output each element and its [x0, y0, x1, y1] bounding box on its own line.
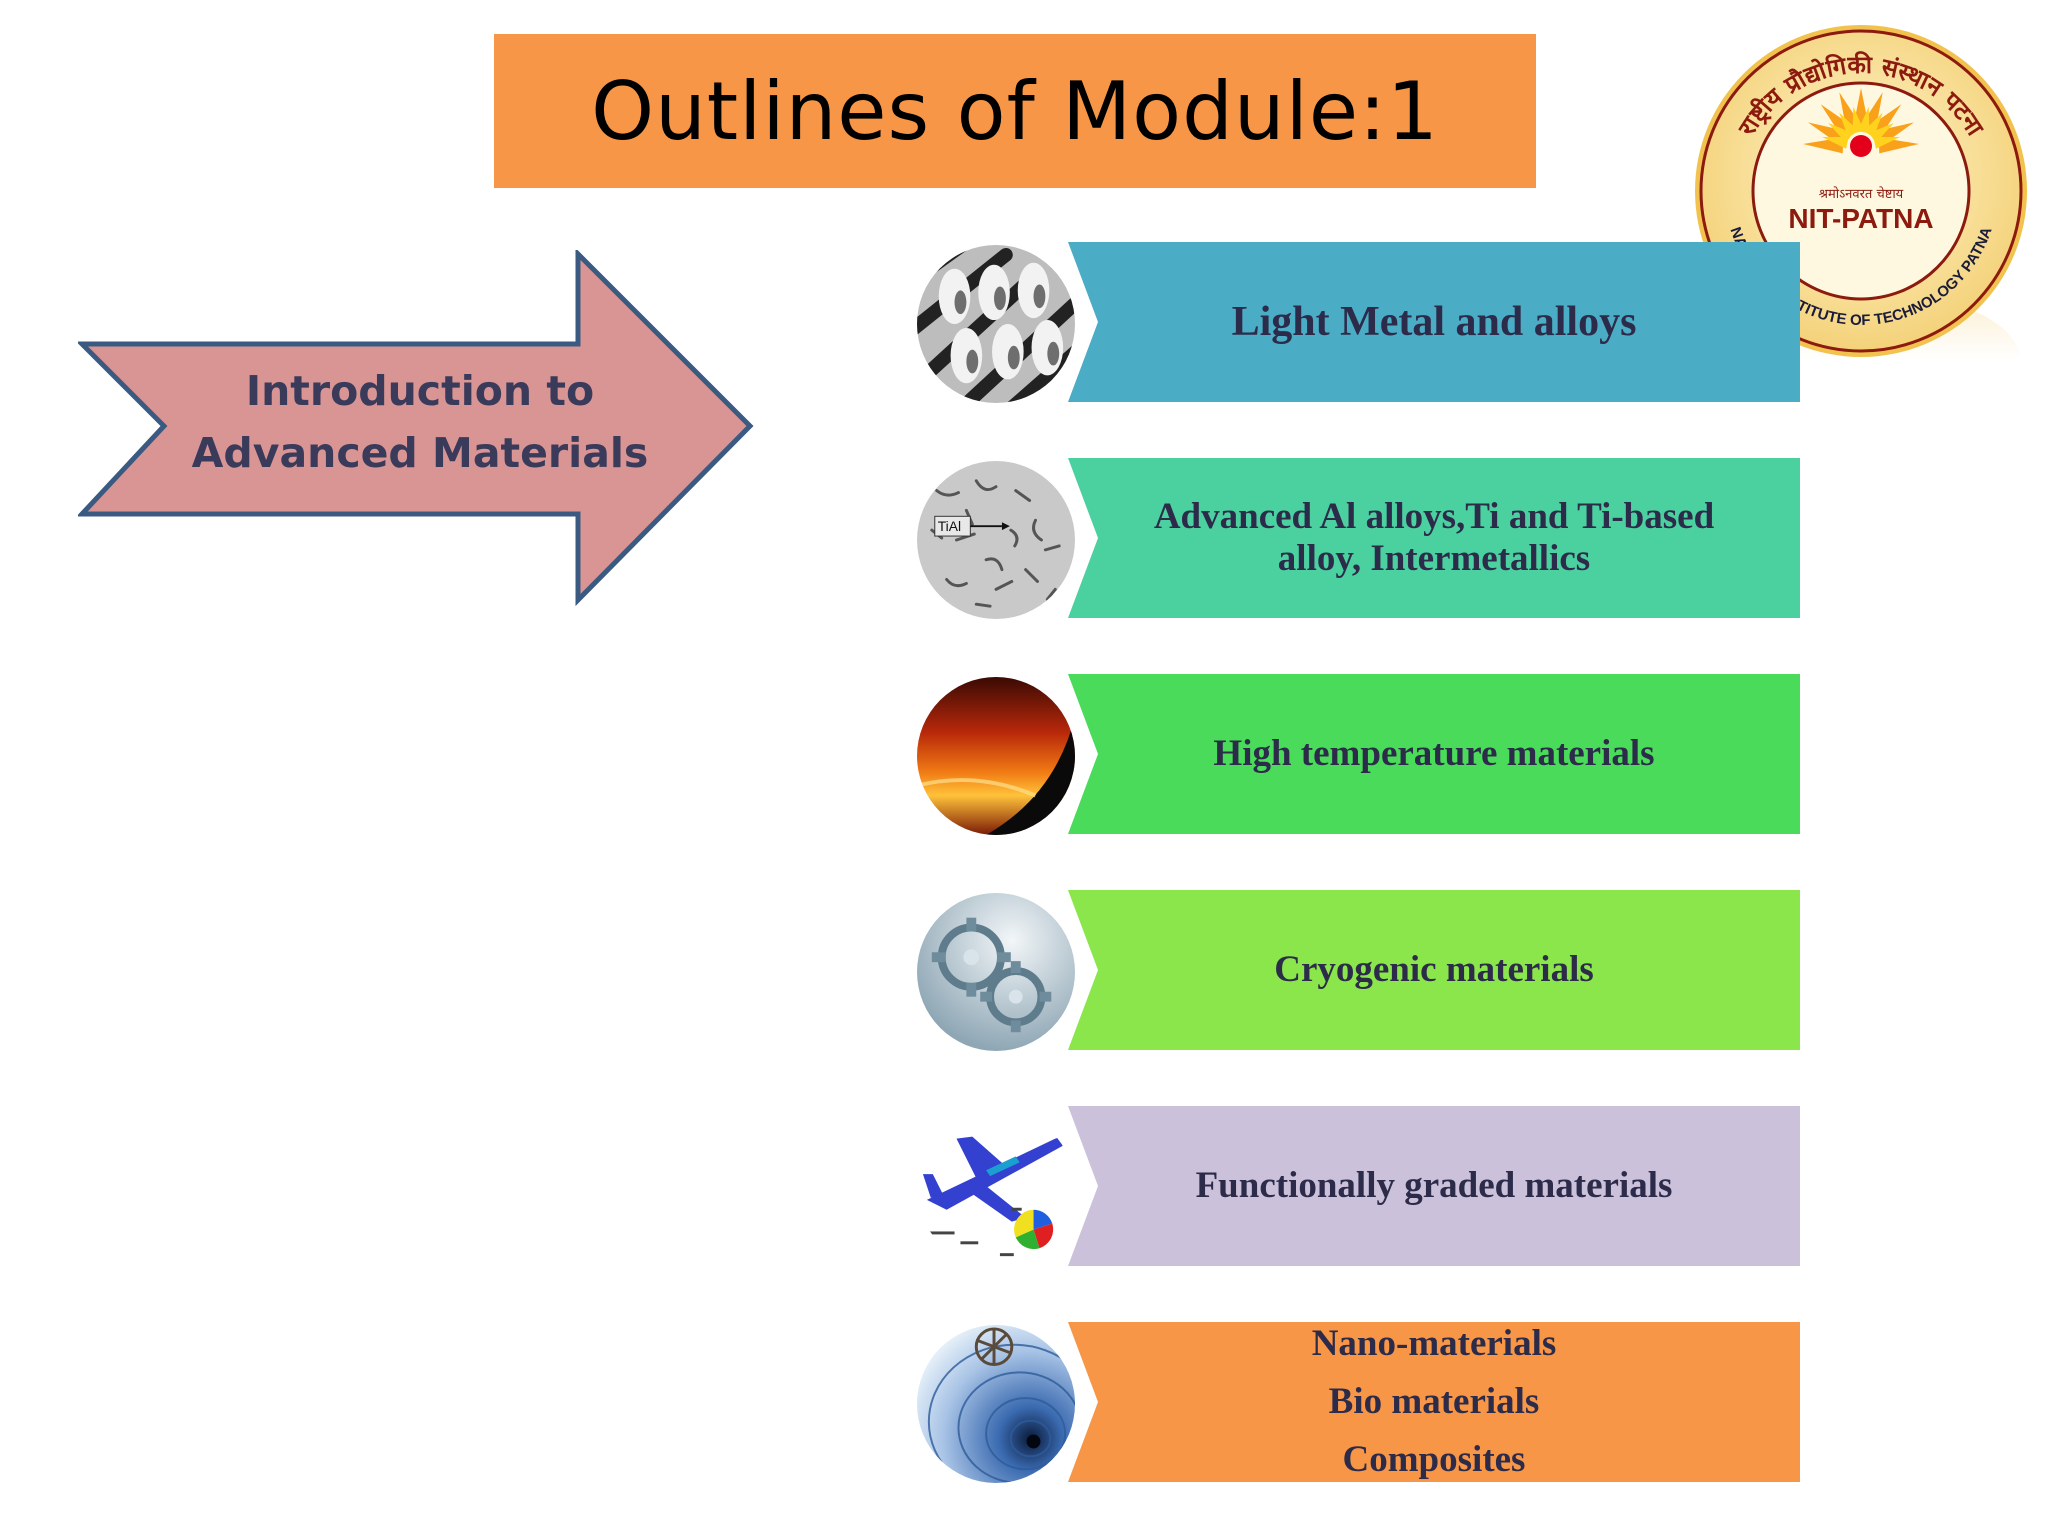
- topic-row-4: Cryogenic materials: [914, 890, 1800, 1054]
- nit-patna-logo: राष्ट्रीय प्रौद्योगिकी संस्थान पटना NATI…: [1695, 25, 2027, 357]
- topic-label-line2: Bio materials: [1328, 1381, 1540, 1422]
- frozen-gears-icon: [914, 890, 1078, 1054]
- topic-label: High temperature materials: [1213, 733, 1655, 774]
- sun-rays-icon: [1803, 88, 1919, 157]
- microstructure-icon: TiAl: [914, 458, 1078, 622]
- topic-row-6: Nano-materials Bio materials Composites: [914, 1322, 1800, 1486]
- topic-bar: High temperature materials: [1068, 674, 1800, 834]
- arrow-label-line1: Introduction to: [245, 367, 595, 415]
- metal-rods-icon: [914, 242, 1078, 406]
- topic-bar: Advanced Al alloys,Ti and Ti-based alloy…: [1068, 458, 1800, 618]
- topic-bar: Cryogenic materials: [1068, 890, 1800, 1050]
- slide-title: Outlines of Module:1: [591, 64, 1439, 158]
- topic-label-line1: Nano-materials: [1311, 1323, 1557, 1364]
- topic-label: Cryogenic materials: [1274, 949, 1594, 990]
- intro-arrow-shape: [78, 250, 754, 606]
- topic-bar: Light Metal and alloys: [1068, 242, 1800, 402]
- logo-name: NIT-PATNA: [1788, 203, 1933, 234]
- logo-motto: श्रमोऽनवरत चेष्टाय: [1819, 186, 1904, 202]
- topic-label-line1: Advanced Al alloys,Ti and Ti-based: [1153, 496, 1715, 537]
- topic-bar: Nano-materials Bio materials Composites: [1068, 1322, 1800, 1482]
- intro-arrow-label: Introduction to Advanced Materials: [130, 360, 710, 484]
- arrow-label-line2: Advanced Materials: [191, 429, 649, 477]
- topic-label-line3: Composites: [1342, 1439, 1526, 1480]
- topic-row-5: Functionally graded materials: [914, 1106, 1800, 1270]
- topic-row-3: High temperature materials: [914, 674, 1800, 838]
- title-banner: Outlines of Module:1: [494, 34, 1536, 188]
- topic-label-line2: alloy, Intermetallics: [1277, 538, 1591, 579]
- topic-bar: Functionally graded materials: [1068, 1106, 1800, 1266]
- topic-label: Light Metal and alloys: [1231, 299, 1637, 345]
- tial-label: TiAl: [938, 518, 961, 534]
- nanotube-icon: [914, 1322, 1078, 1486]
- topic-row-2: Advanced Al alloys,Ti and Ti-based alloy…: [914, 458, 1800, 622]
- molten-metal-icon: [914, 674, 1078, 838]
- topic-label: Functionally graded materials: [1195, 1165, 1673, 1206]
- topic-row-1: Light Metal and alloys: [914, 242, 1800, 406]
- aircraft-materials-icon: [914, 1106, 1078, 1270]
